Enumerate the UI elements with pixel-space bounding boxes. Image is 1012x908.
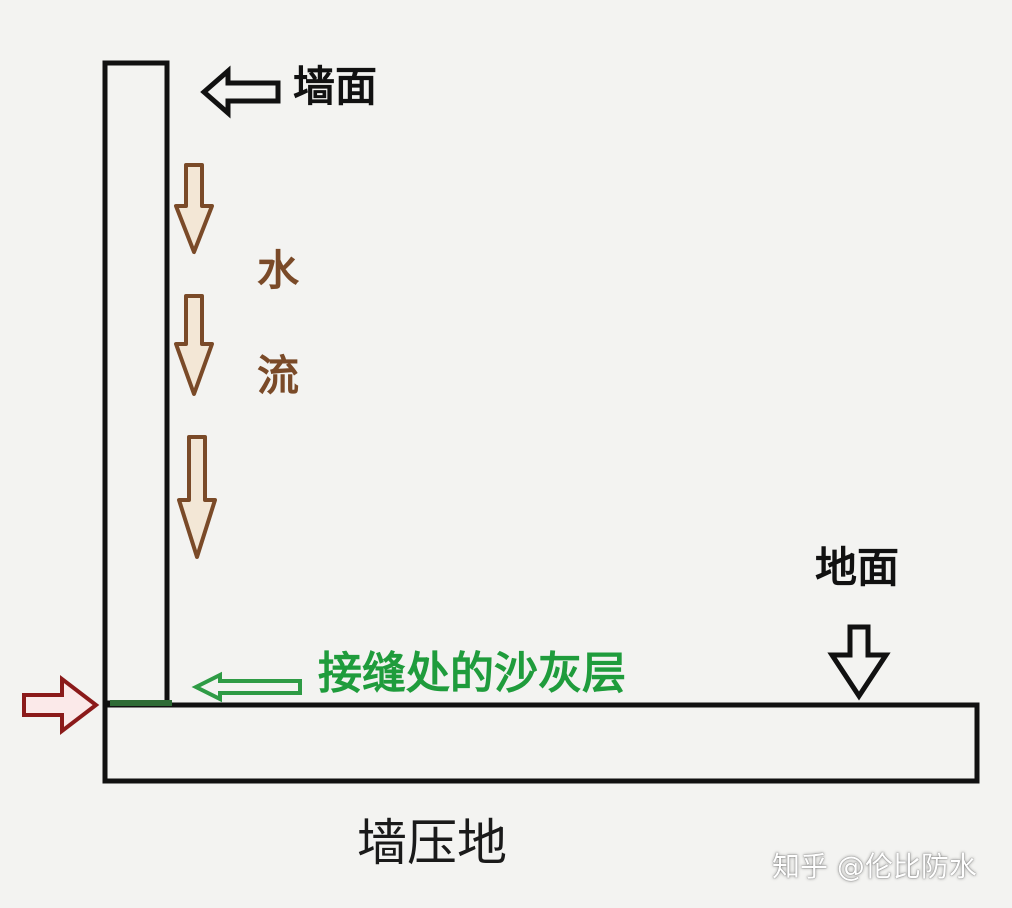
water-flow-arrow-icon <box>174 294 214 396</box>
water-flow-label-1: 水 <box>257 246 300 295</box>
diagram-caption: 墙压地 <box>357 814 507 872</box>
water-flow-arrow-icon <box>174 163 214 254</box>
edge-pointer-arrow-icon <box>22 674 100 736</box>
wall-label: 墙面 <box>293 62 378 111</box>
watermark: 知乎 @伦比防水 <box>772 850 977 883</box>
floor-pointer-arrow-icon <box>827 624 891 701</box>
wall-pointer-arrow-icon <box>200 65 281 119</box>
joint-pointer-arrow-icon <box>191 671 302 703</box>
wall-shape <box>102 60 170 706</box>
water-flow-arrow-icon <box>177 435 217 559</box>
floor-label: 地面 <box>815 543 900 592</box>
water-flow-label-2: 流 <box>257 351 300 400</box>
floor-shape <box>102 702 980 784</box>
joint-label: 接缝处的沙灰层 <box>318 648 626 699</box>
